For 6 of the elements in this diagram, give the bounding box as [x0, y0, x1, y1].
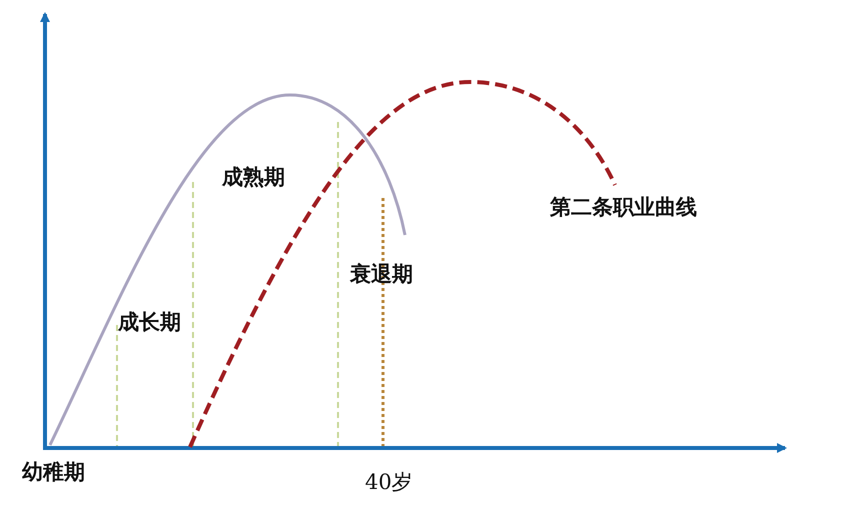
curve-label: 第二条职业曲线 — [550, 194, 697, 221]
axis-label: 40岁 — [365, 469, 413, 496]
stage-label: 幼稚期 — [22, 459, 85, 486]
stage-label: 成熟期 — [222, 164, 285, 191]
stage-label: 成长期 — [118, 309, 181, 336]
stage-label: 衰退期 — [350, 261, 413, 288]
